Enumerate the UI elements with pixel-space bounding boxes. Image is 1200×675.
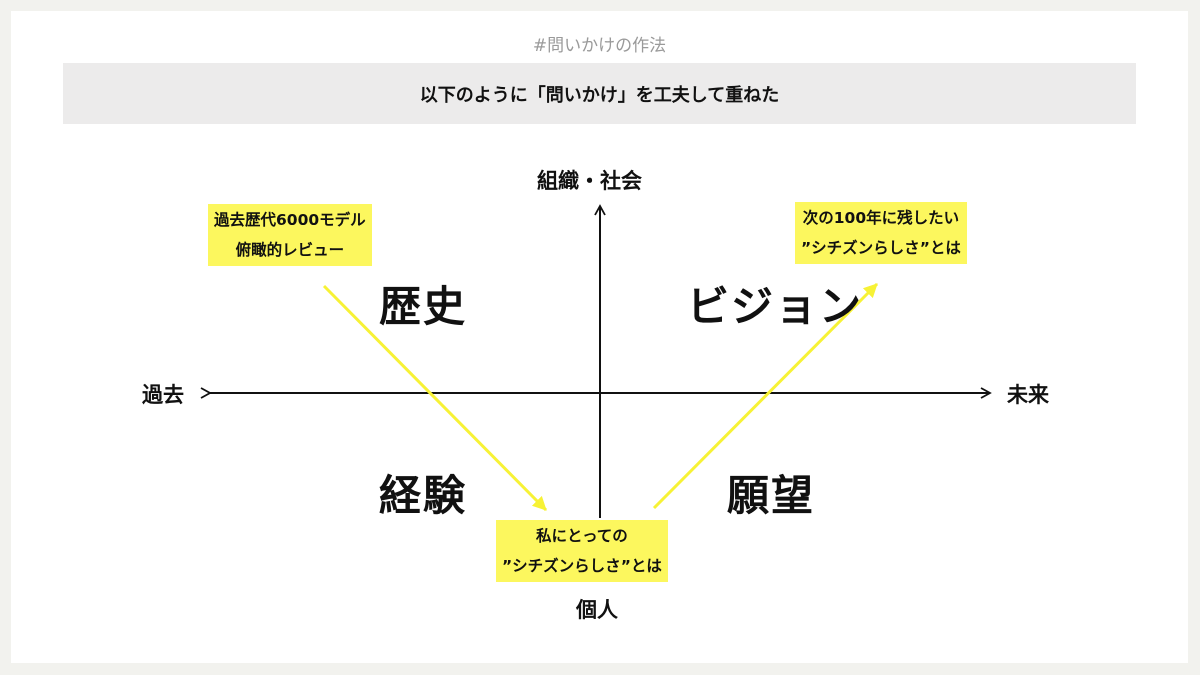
hashtag-label: #問いかけの作法 (532, 36, 667, 56)
axis-label-right: 未来 (1007, 383, 1049, 407)
note-past-review-line-2: 俯瞰的レビュー (235, 241, 345, 259)
note-personal-citizen-ness: 私にとっての ”シチズンらしさ”とは (496, 520, 668, 582)
note-personal-line-1: 私にとっての (536, 527, 628, 545)
note-future-line-1: 次の100年に残したい (802, 209, 960, 227)
summary-banner: 以下のように「問いかけ」を工夫して重ねた (63, 63, 1136, 124)
quadrant-label-history: 歴史 (379, 282, 468, 331)
summary-banner-text: 以下のように「問いかけ」を工夫して重ねた (419, 84, 780, 106)
axis-label-left: 過去 (142, 383, 184, 407)
quadrant-label-vision: ビジョン (687, 282, 864, 331)
axis-label-top: 組織・社会 (537, 169, 642, 193)
note-future-line-2: ”シチズンらしさ”とは (801, 239, 961, 257)
note-past-review-line-1: 過去歴代6000モデル (214, 211, 366, 229)
note-past-review: 過去歴代6000モデル 俯瞰的レビュー (208, 204, 372, 266)
arrow-past-to-personal (322, 284, 548, 512)
quadrant-label-experience: 経験 (379, 471, 468, 520)
arrow-personal-to-future (652, 282, 879, 510)
note-future-citizen-ness: 次の100年に残したい ”シチズンらしさ”とは (795, 202, 967, 264)
quadrant-diagram (200, 204, 992, 518)
axis-label-bottom: 個人 (576, 598, 618, 622)
note-personal-line-2: ”シチズンらしさ”とは (502, 557, 662, 575)
quadrant-label-aspiration: 願望 (727, 471, 816, 520)
slide: #問いかけの作法 以下のように「問いかけ」を工夫して重ねた 組織・社会 個人 過… (11, 11, 1188, 663)
